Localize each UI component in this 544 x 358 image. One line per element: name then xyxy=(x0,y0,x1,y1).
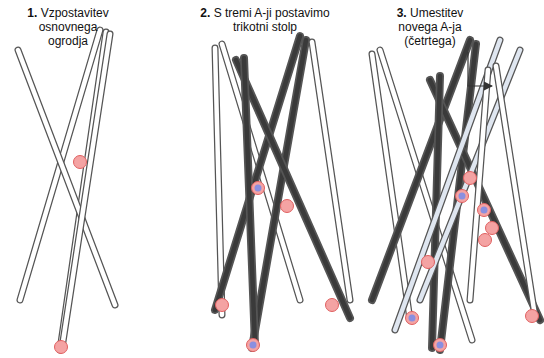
pole xyxy=(312,42,350,300)
joint xyxy=(422,256,435,269)
step-text: Vzpostavitev osnovnega ogrodja xyxy=(39,6,109,48)
pole xyxy=(496,66,535,316)
step-number: 3. xyxy=(397,6,407,20)
joint xyxy=(55,341,68,354)
joint xyxy=(526,310,539,323)
pole-fill xyxy=(244,58,255,345)
pole-fill xyxy=(312,42,350,300)
joint xyxy=(252,182,265,195)
leader-arrow xyxy=(468,52,492,86)
pole xyxy=(470,70,488,300)
joint xyxy=(434,339,447,352)
joint-core xyxy=(250,342,257,349)
joint-core xyxy=(255,185,262,192)
joint xyxy=(478,204,491,217)
joint xyxy=(406,312,419,325)
pole-fill xyxy=(470,70,488,300)
joint xyxy=(74,156,87,169)
pole-fill xyxy=(395,40,500,330)
joint-core xyxy=(409,315,416,322)
step-number: 2. xyxy=(200,6,210,20)
step-text: Umestitev novega A-ja (četrtega) xyxy=(398,6,463,48)
joint-core xyxy=(459,193,466,200)
joint xyxy=(216,299,229,312)
step-caption: 2. S tremi A-ji postavimo trikotni stolp xyxy=(200,6,330,34)
pole-fill xyxy=(215,48,222,315)
pole-fill xyxy=(496,66,535,316)
step-caption: 3. Umestitev novega A-ja (četrtega) xyxy=(380,6,480,48)
joint xyxy=(247,339,260,352)
joint xyxy=(326,299,339,312)
step-number: 1. xyxy=(27,6,37,20)
joint xyxy=(464,172,477,185)
step-caption: 1. Vzpostavitev osnovnega ogrodja xyxy=(22,6,114,48)
pole-fill xyxy=(62,34,110,348)
joint xyxy=(281,200,294,213)
joint xyxy=(486,222,499,235)
joint-core xyxy=(437,342,444,349)
pole-fill xyxy=(380,50,472,340)
pole xyxy=(395,40,500,330)
pole xyxy=(62,34,110,348)
step-text: S tremi A-ji postavimo trikotni stolp xyxy=(214,6,330,34)
pole xyxy=(380,50,472,340)
pole xyxy=(244,58,255,345)
joint xyxy=(479,234,492,247)
pole-fill xyxy=(420,50,520,300)
pole xyxy=(420,50,520,300)
joint-core xyxy=(481,207,488,214)
joint xyxy=(456,190,469,203)
pole xyxy=(215,48,222,315)
